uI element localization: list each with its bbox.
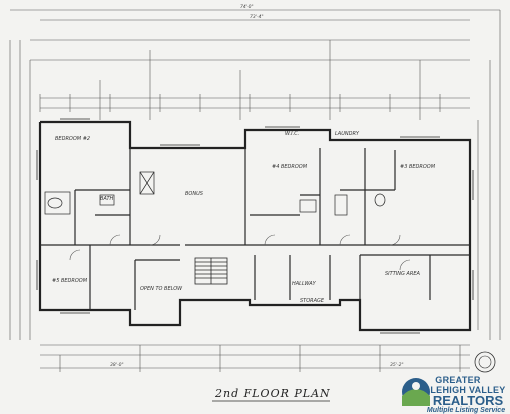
room-label-laundry: LAUNDRY xyxy=(335,131,360,137)
room-label-bedroom-2: BEDROOM #2 xyxy=(55,136,90,142)
logo-realtors: REALTORS xyxy=(433,393,504,408)
logo-lehigh-valley: LEHIGH VALLEY xyxy=(430,385,505,395)
dimension-ticks xyxy=(39,94,441,112)
dimension-lines xyxy=(9,9,501,372)
logo-mls: Multiple Listing Service xyxy=(427,407,505,414)
glvr-emblem-icon xyxy=(402,378,430,406)
room-label-bedroom-3: #3 BEDROOM xyxy=(400,164,436,170)
room-label-sitting-area: SITTING AREA xyxy=(385,271,420,277)
dim-bottom-right: 35'-2" xyxy=(390,362,404,368)
room-label-bonus: BONUS xyxy=(185,191,204,197)
plan-title: 2nd FLOOR PLAN xyxy=(214,387,331,400)
room-label-hallway: HALLWAY xyxy=(292,281,317,287)
interior-walls xyxy=(40,148,470,310)
dim-bottom-main: 38'-0" xyxy=(110,362,124,368)
bath-fixtures xyxy=(44,171,386,216)
room-label-bedroom-4: #4 BEDROOM xyxy=(272,164,308,170)
staircase xyxy=(194,257,228,285)
room-label-bath: BATH xyxy=(100,196,114,202)
room-label-storage: STORAGE xyxy=(300,298,325,304)
window-marks xyxy=(36,118,474,334)
room-label-open-to-below: OPEN TO BELOW xyxy=(140,286,183,292)
dim-overall-second: 73'-4" xyxy=(250,14,264,20)
room-label-wic: W.I.C. xyxy=(285,131,299,137)
door-swings xyxy=(69,234,411,271)
compass-stamp-icon xyxy=(474,351,496,373)
room-label-bedroom-5: #5 BEDROOM xyxy=(52,278,88,284)
dim-overall-top: 74'-0" xyxy=(240,4,254,10)
logo-greater: GREATER xyxy=(435,375,481,385)
